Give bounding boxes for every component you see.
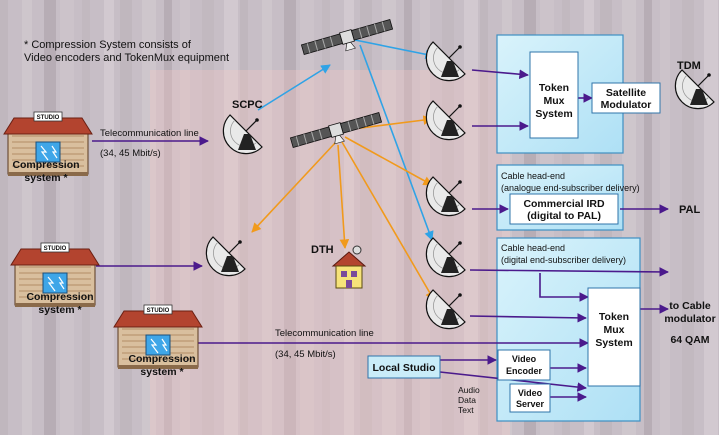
background-stripe <box>404 0 412 435</box>
background-stripe <box>60 0 74 435</box>
token-mux-label: System <box>535 108 572 120</box>
studio-sign: STUDIO <box>147 308 170 314</box>
background-stripe <box>104 0 114 435</box>
video-server-label: Video <box>518 388 543 398</box>
background-stripe <box>22 0 32 435</box>
commercial-ird-label: Commercial IRD <box>523 198 605 210</box>
satellite-modulator-label: Modulator <box>601 99 652 111</box>
background-stripe <box>44 0 56 435</box>
background-stripe <box>382 0 396 435</box>
dth-label: DTH <box>311 244 334 256</box>
audio-data-text-label: Data <box>458 395 476 405</box>
video-encoder-label: Encoder <box>506 366 543 376</box>
scpc-label: SCPC <box>232 99 263 111</box>
studio-caption: Compression <box>128 353 195 365</box>
token-mux-label: Token <box>599 311 629 323</box>
studio-caption: system * <box>38 304 82 316</box>
note: * Compression System consists of Video e… <box>24 39 229 64</box>
studio-sign: STUDIO <box>44 246 67 252</box>
note-line-1: * Compression System consists of <box>24 39 192 51</box>
background-stripe <box>120 0 132 435</box>
audio-data-text-label: Audio <box>458 385 480 395</box>
background-stripe <box>224 0 238 435</box>
token-mux-label: System <box>595 337 632 349</box>
background-stripe <box>660 0 670 435</box>
satellite-modulator-label: Satellite <box>606 87 646 99</box>
cable-digital-title: Cable head-end <box>501 243 565 253</box>
bitrate-label: (34, 45 Mbit/s) <box>275 349 336 360</box>
pal-label: PAL <box>679 204 700 216</box>
background-stripe <box>322 0 330 435</box>
blue-links <box>257 39 435 241</box>
video-encoder-box <box>497 349 551 381</box>
bitrate-label: (34, 45 Mbit/s) <box>100 148 161 159</box>
cable-analog-title: Cable head-end <box>501 171 565 181</box>
background-stripe <box>164 0 172 435</box>
commercial-ird-label: (digital to PAL) <box>527 210 601 222</box>
note-line-2: Video encoders and TokenMux equipment <box>24 52 229 64</box>
background-stripe <box>300 0 314 435</box>
background-stripe <box>360 0 372 435</box>
commercial-ird-box <box>509 193 619 225</box>
background-stripe <box>82 0 90 435</box>
background-stripe <box>344 0 354 435</box>
token-mux-label: Mux <box>604 324 625 336</box>
house-icon <box>331 245 367 289</box>
token-mux-label: Mux <box>544 95 565 107</box>
background-stripe <box>284 0 296 435</box>
background-stripe <box>262 0 272 435</box>
telecom-line-label: Telecommunication line <box>100 128 199 139</box>
background-stripe <box>180 0 190 435</box>
purple-links <box>92 69 669 402</box>
background-stripe <box>240 0 248 435</box>
token-mux-label: Token <box>539 82 569 94</box>
local-studio-box <box>367 355 441 379</box>
token-mux-box-bottom <box>587 287 641 387</box>
telecom-line-label: Telecommunication line <box>275 328 374 339</box>
studio-caption: Compression <box>26 291 93 303</box>
video-server-box <box>509 383 551 413</box>
studio-caption: Compression <box>12 159 79 171</box>
background-stripe <box>704 0 718 435</box>
cable-modulator-label: modulator <box>664 313 715 325</box>
satellite-modulator-box <box>591 82 661 114</box>
studio-caption: system * <box>24 172 68 184</box>
background-stripe <box>420 0 430 435</box>
cable-analog-title: (analogue end-subscriber delivery) <box>501 183 640 193</box>
studio-caption: system * <box>140 366 184 378</box>
background-stripe <box>644 0 652 435</box>
cable-modulator-label: 64 QAM <box>670 334 709 346</box>
background-stripe <box>682 0 694 435</box>
video-server-label: Server <box>516 399 545 409</box>
video-encoder-label: Video <box>512 354 537 364</box>
local-studio-label: Local Studio <box>373 362 436 374</box>
token-mux-box-top <box>529 51 579 139</box>
background-stripe <box>202 0 214 435</box>
audio-data-text-label: Text <box>458 405 474 415</box>
background-stripe <box>480 0 488 435</box>
studio-sign: STUDIO <box>37 115 60 121</box>
background-stripe <box>0 0 8 435</box>
tdm-label: TDM <box>677 60 701 72</box>
background-stripe <box>464 0 478 435</box>
cable-digital-title: (digital end-subscriber delivery) <box>501 255 626 265</box>
cable-modulator-label: to Cable <box>669 300 711 312</box>
